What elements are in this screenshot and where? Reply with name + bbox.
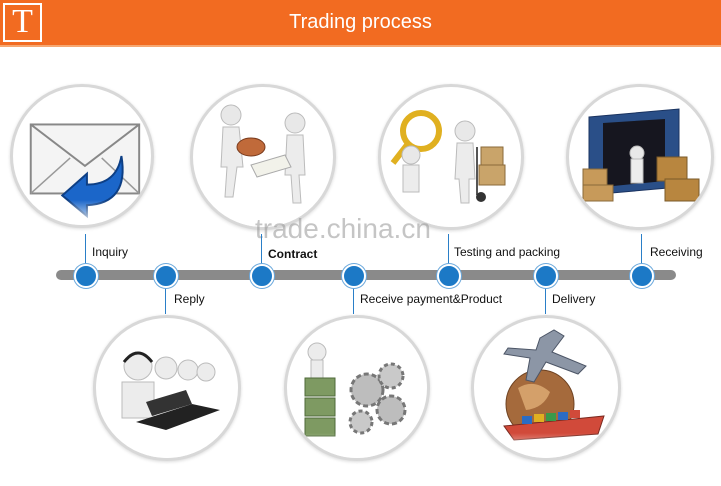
- timeline-dot-delivery: [534, 264, 558, 288]
- header-divider: [0, 45, 721, 47]
- step-label-contract: Contract: [268, 247, 317, 261]
- step-label-delivery: Delivery: [552, 292, 595, 306]
- delivery-illustration: [471, 315, 621, 461]
- step-label-reply: Reply: [174, 292, 205, 306]
- timeline-dot-contract: [250, 264, 274, 288]
- timeline-dot-receive-payment: [342, 264, 366, 288]
- timeline-dot-testing-packing: [437, 264, 461, 288]
- step-label-inquiry: Inquiry: [92, 245, 128, 259]
- step-label-testing-packing: Testing and packing: [454, 245, 560, 259]
- step-label-receive-payment: Receive payment&Product: [360, 292, 502, 306]
- inquiry-illustration: [10, 84, 154, 228]
- timeline-dot-inquiry: [74, 264, 98, 288]
- timeline-bar: [56, 270, 676, 280]
- timeline-dot-reply: [154, 264, 178, 288]
- contract-illustration: [190, 84, 336, 230]
- page-title: Trading process: [0, 0, 721, 45]
- step-label-receiving: Receiving: [650, 245, 703, 259]
- watermark: trade.china.cn: [255, 213, 431, 245]
- header-bar: T Trading process: [0, 0, 721, 45]
- testing-packing-illustration: [378, 84, 524, 230]
- reply-illustration: [93, 315, 241, 461]
- receiving-illustration: [566, 84, 714, 230]
- receive-payment-illustration: [284, 315, 430, 461]
- timeline-dot-receiving: [630, 264, 654, 288]
